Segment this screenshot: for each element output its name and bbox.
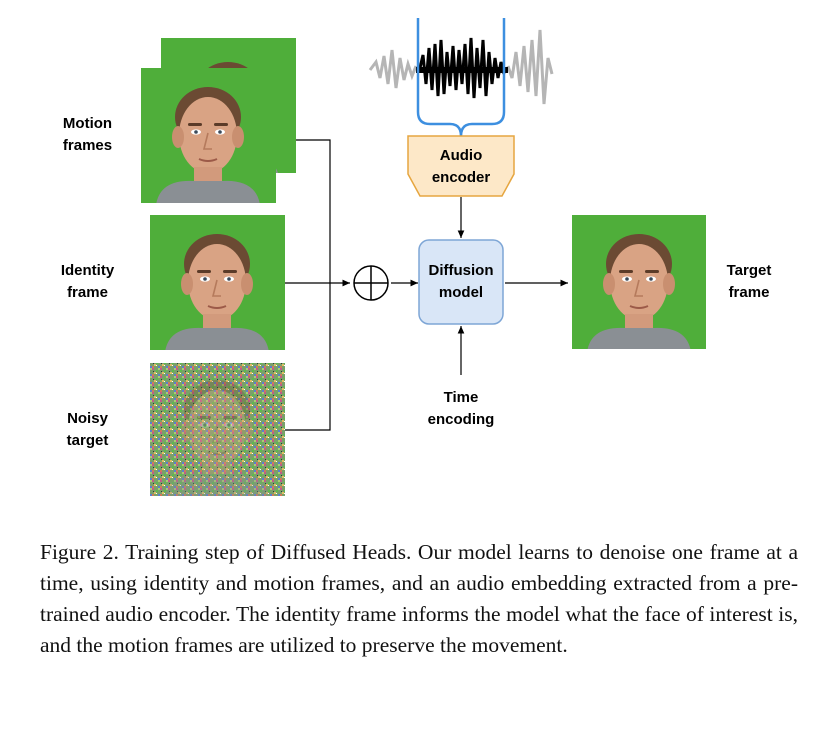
figure-caption: Figure 2. Training step of Diffused Head… [40, 540, 798, 657]
noisy-target-image [150, 363, 285, 496]
audio-encoder-box [407, 135, 515, 197]
diffusion-model-box [418, 239, 504, 325]
motion-frame-front [141, 68, 276, 203]
target-frame-image [572, 215, 706, 349]
diagram [141, 18, 706, 496]
input-connectors [285, 139, 568, 431]
audio-waveform-icon [368, 29, 554, 105]
identity-frame-image [150, 215, 285, 350]
plus-circle-icon [353, 265, 389, 301]
